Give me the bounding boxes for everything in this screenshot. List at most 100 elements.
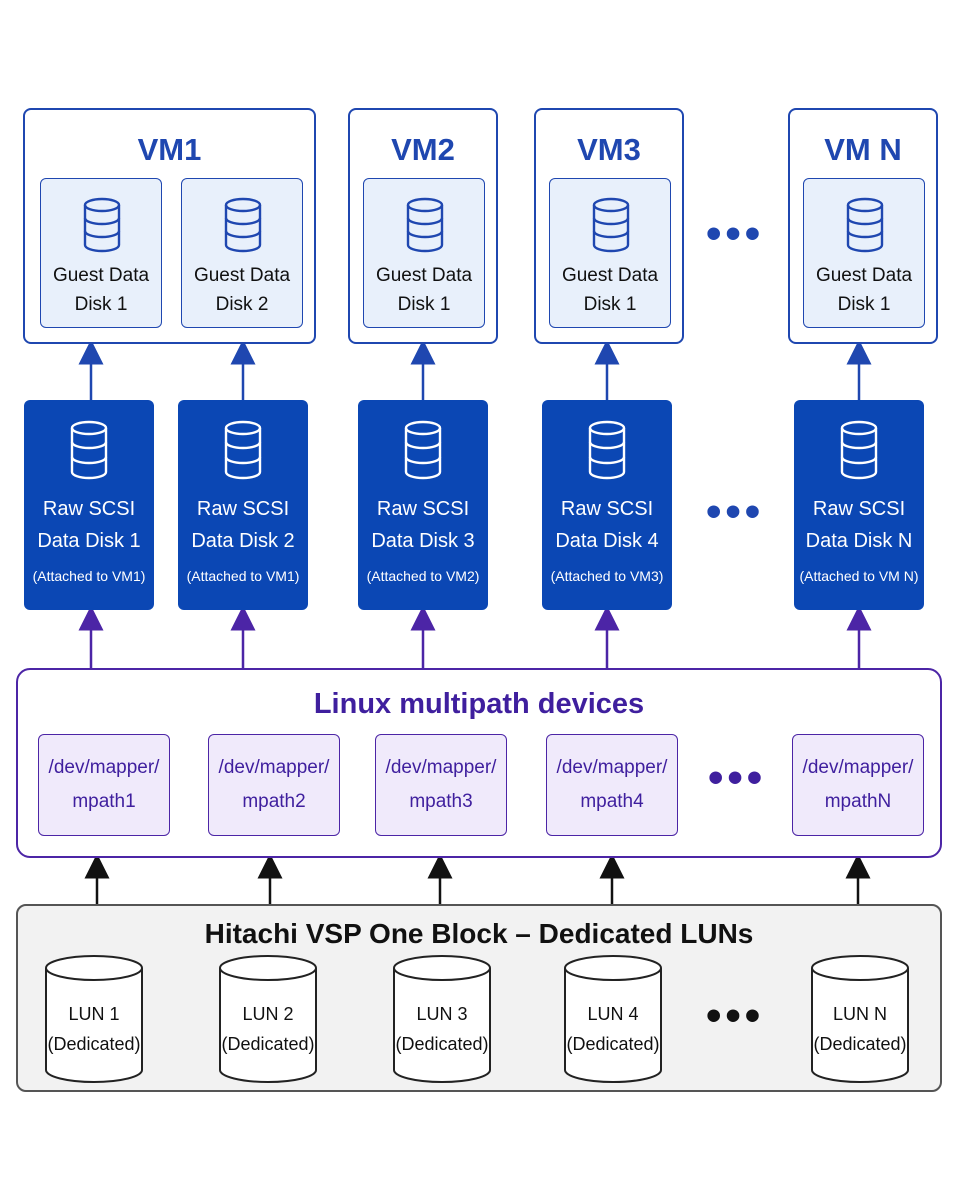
database-icon — [840, 420, 878, 480]
lun-cylinder: LUN 2 (Dedicated) — [218, 954, 318, 1084]
raw-scsi-disk: Raw SCSI Data Disk 1 (Attached to VM1) — [24, 400, 154, 610]
raw-disk-line1: Raw SCSI — [812, 498, 906, 520]
database-icon — [404, 420, 442, 480]
database-icon — [846, 197, 884, 253]
lun-sublabel: (Dedicated) — [566, 1034, 660, 1054]
raw-disk-attachment: (Attached to VM3) — [550, 568, 664, 584]
multipath-device: /dev/mapper/ mpath2 — [208, 734, 340, 836]
raw-disk-line1: Raw SCSI — [560, 498, 654, 520]
ellipsis-vms: ••• — [706, 209, 765, 258]
ellipsis-multipath: ••• — [708, 753, 767, 802]
lun-cylinder: LUN N (Dedicated) — [810, 954, 910, 1084]
raw-disk-attachment: (Attached to VM2) — [366, 568, 480, 584]
database-icon — [592, 197, 630, 253]
database-icon — [224, 197, 262, 253]
database-icon — [224, 420, 262, 480]
guest-disk-line1: Guest Data — [193, 265, 291, 286]
mp-name: mpath4 — [580, 791, 644, 812]
multipath-device: /dev/mapper/ mpath1 — [38, 734, 170, 836]
vm-title: VM3 — [577, 132, 641, 167]
mp-path: /dev/mapper/ — [218, 757, 330, 778]
lun-cylinder: LUN 1 (Dedicated) — [44, 954, 144, 1084]
raw-disk-line1: Raw SCSI — [376, 498, 470, 520]
cylinder-icon — [564, 955, 662, 1083]
lun-label: LUN 3 — [416, 1004, 468, 1024]
raw-disk-line1: Raw SCSI — [196, 498, 290, 520]
raw-disk-line2: Data Disk 2 — [191, 530, 295, 552]
guest-disk-line2: Disk 1 — [583, 294, 637, 315]
multipath-panel: Linux multipath devices /dev/mapper/ mpa… — [16, 668, 942, 858]
multipath-device: /dev/mapper/ mpath3 — [375, 734, 507, 836]
guest-disk-line1: Guest Data — [561, 265, 659, 286]
database-icon — [588, 420, 626, 480]
guest-disk-line1: Guest Data — [375, 265, 473, 286]
lun-cylinder: LUN 3 (Dedicated) — [392, 954, 492, 1084]
mp-path: /dev/mapper/ — [385, 757, 497, 778]
ellipsis-raw-disks: ••• — [706, 487, 765, 536]
mp-path: /dev/mapper/ — [48, 757, 160, 778]
cylinder-icon — [219, 955, 317, 1083]
lun-sublabel: (Dedicated) — [221, 1034, 315, 1054]
raw-disk-line2: Data Disk N — [805, 530, 913, 552]
raw-disk-line2: Data Disk 1 — [37, 530, 141, 552]
lun-label: LUN 4 — [587, 1004, 639, 1024]
vm-title: VM N — [824, 132, 902, 167]
vm-title: VM2 — [391, 132, 455, 167]
mp-path: /dev/mapper/ — [556, 757, 668, 778]
database-icon — [83, 197, 121, 253]
raw-scsi-disk: Raw SCSI Data Disk 3 (Attached to VM2) — [358, 400, 488, 610]
lun-sublabel: (Dedicated) — [813, 1034, 907, 1054]
cylinder-icon — [393, 955, 491, 1083]
raw-scsi-disk: Raw SCSI Data Disk 2 (Attached to VM1) — [178, 400, 308, 610]
guest-disk-line2: Disk 2 — [215, 294, 269, 315]
raw-disk-attachment: (Attached to VM1) — [32, 568, 146, 584]
guest-disk-line1: Guest Data — [815, 265, 913, 286]
raw-scsi-disk: Raw SCSI Data Disk 4 (Attached to VM3) — [542, 400, 672, 610]
lun-label: LUN 2 — [242, 1004, 294, 1024]
raw-scsi-disk: Raw SCSI Data Disk N (Attached to VM N) — [794, 400, 924, 610]
raw-disk-attachment: (Attached to VM1) — [186, 568, 300, 584]
mp-path: /dev/mapper/ — [802, 757, 914, 778]
multipath-device: /dev/mapper/ mpathN — [792, 734, 924, 836]
guest-disk-line2: Disk 1 — [74, 294, 128, 315]
database-icon — [406, 197, 444, 253]
multipath-title: Linux multipath devices — [313, 688, 645, 720]
mp-name: mpath3 — [409, 791, 473, 812]
lun-label: LUN N — [832, 1004, 887, 1024]
cylinder-icon — [811, 955, 909, 1083]
lun-label: LUN 1 — [68, 1004, 120, 1024]
mp-name: mpathN — [824, 791, 892, 812]
guest-disk-line2: Disk 1 — [397, 294, 451, 315]
guest-disk-line1: Guest Data — [52, 265, 150, 286]
ellipsis-luns: ••• — [706, 991, 765, 1040]
raw-disk-line1: Raw SCSI — [42, 498, 136, 520]
database-icon — [70, 420, 108, 480]
storage-panel: Hitachi VSP One Block – Dedicated LUNs L… — [16, 904, 942, 1092]
guest-disk-line2: Disk 1 — [837, 294, 891, 315]
lun-sublabel: (Dedicated) — [395, 1034, 489, 1054]
vm-title: VM1 — [137, 132, 202, 167]
raw-disk-attachment: (Attached to VM N) — [799, 568, 919, 584]
multipath-device: /dev/mapper/ mpath4 — [546, 734, 678, 836]
mp-name: mpath1 — [72, 791, 136, 812]
raw-disk-line2: Data Disk 4 — [555, 530, 659, 552]
storage-title: Hitachi VSP One Block – Dedicated LUNs — [204, 918, 754, 949]
lun-cylinder: LUN 4 (Dedicated) — [563, 954, 663, 1084]
raw-disk-line2: Data Disk 3 — [371, 530, 475, 552]
